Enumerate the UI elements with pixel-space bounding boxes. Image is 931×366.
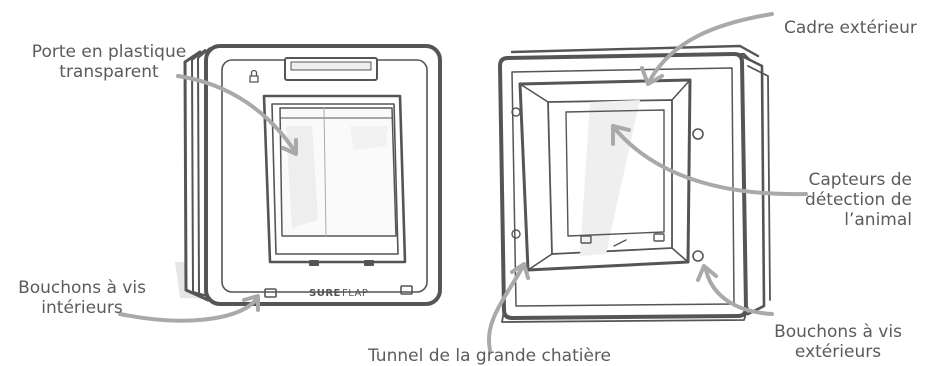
label-capteurs-line-3: l’animal — [790, 210, 912, 230]
label-bouchons-interieurs: Bouchons à vis intérieurs — [6, 278, 158, 318]
catflap-exterior-view — [500, 46, 770, 322]
label-capteurs-line-2: détection de — [790, 190, 912, 210]
label-bouchons-int-line-1: Bouchons à vis — [6, 278, 158, 298]
label-porte-plastique: Porte en plastique transparent — [20, 42, 198, 82]
label-bouchons-int-line-2: intérieurs — [6, 298, 158, 318]
label-porte-line-1: Porte en plastique — [20, 42, 198, 62]
label-bouchons-ext-line-2: extérieurs — [762, 342, 914, 362]
label-bouchons-ext-line-1: Bouchons à vis — [762, 322, 914, 342]
sureflap-logo: SURE FLAP — [309, 288, 368, 299]
svg-text:SURE: SURE — [309, 288, 341, 299]
label-porte-line-2: transparent — [20, 62, 198, 82]
label-tunnel-line: Tunnel de la grande chatière — [368, 346, 611, 366]
label-cadre-exterieur: Cadre extérieur — [784, 18, 917, 38]
label-bouchons-exterieurs: Bouchons à vis extérieurs — [762, 322, 914, 362]
label-cadre-line: Cadre extérieur — [784, 18, 917, 38]
label-tunnel: Tunnel de la grande chatière — [368, 346, 611, 366]
label-capteurs: Capteurs de détection de l’animal — [790, 170, 912, 230]
svg-text:FLAP: FLAP — [342, 288, 368, 299]
label-capteurs-line-1: Capteurs de — [790, 170, 912, 190]
